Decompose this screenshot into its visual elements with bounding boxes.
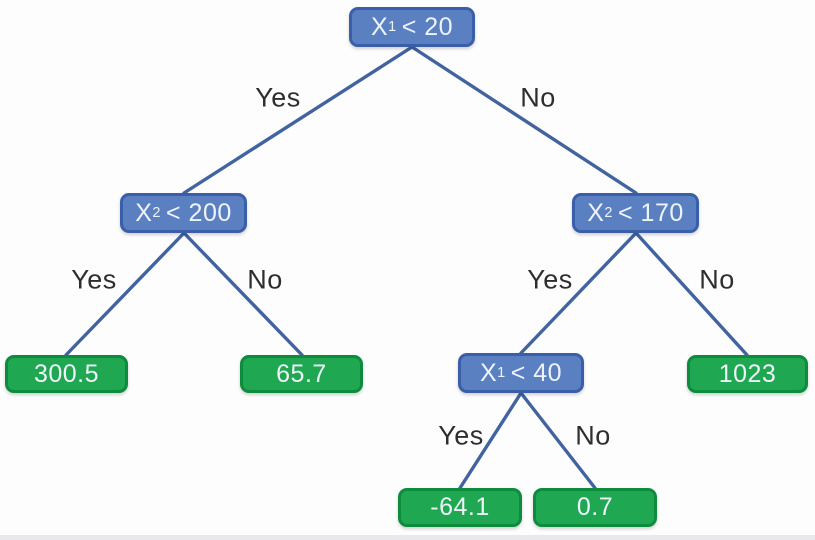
- node-comparison: < 20: [401, 12, 454, 41]
- edge-left-to-65-7: [182, 231, 304, 357]
- node-subscript: 1: [497, 365, 506, 381]
- leaf-value: 0.7: [576, 493, 614, 521]
- leaf-node-65-7: 65.7: [240, 355, 363, 393]
- node-comparison: < 200: [166, 198, 232, 227]
- edge-label-root-no: No: [520, 82, 556, 113]
- edge-label-right-yes: Yes: [527, 264, 573, 295]
- node-subscript: 2: [604, 205, 613, 221]
- node-subscript: 2: [152, 205, 161, 221]
- edge-root-to-right: [410, 45, 638, 195]
- node-variable: X: [370, 12, 389, 41]
- leaf-value: -64.1: [430, 493, 490, 521]
- leaf-node--64-1: -64.1: [398, 488, 522, 527]
- node-variable: X: [479, 358, 498, 387]
- bottom-edge-strip: [0, 535, 815, 540]
- leaf-value: 65.7: [276, 359, 327, 388]
- edge-label-right-no: No: [699, 264, 735, 295]
- leaf-value: 1023: [718, 359, 777, 388]
- node-subscript: 1: [388, 19, 397, 35]
- leaf-node-300-5: 300.5: [5, 355, 128, 393]
- edge-label-center-no: No: [575, 420, 611, 451]
- node-comparison: < 40: [510, 358, 563, 387]
- edge-root-to-left: [182, 45, 414, 195]
- node-variable: X: [587, 198, 605, 227]
- node-comparison: < 170: [618, 198, 684, 227]
- edge-label-left-yes: Yes: [71, 264, 117, 295]
- edge-label-center-yes: Yes: [438, 420, 484, 451]
- leaf-node-0-7: 0.7: [533, 488, 657, 527]
- edge-label-left-no: No: [247, 264, 283, 295]
- node-variable: X: [135, 198, 153, 227]
- leaf-value: 300.5: [33, 359, 100, 388]
- edge-label-root-yes: Yes: [255, 82, 301, 113]
- leaf-node-1023: 1023: [687, 355, 808, 393]
